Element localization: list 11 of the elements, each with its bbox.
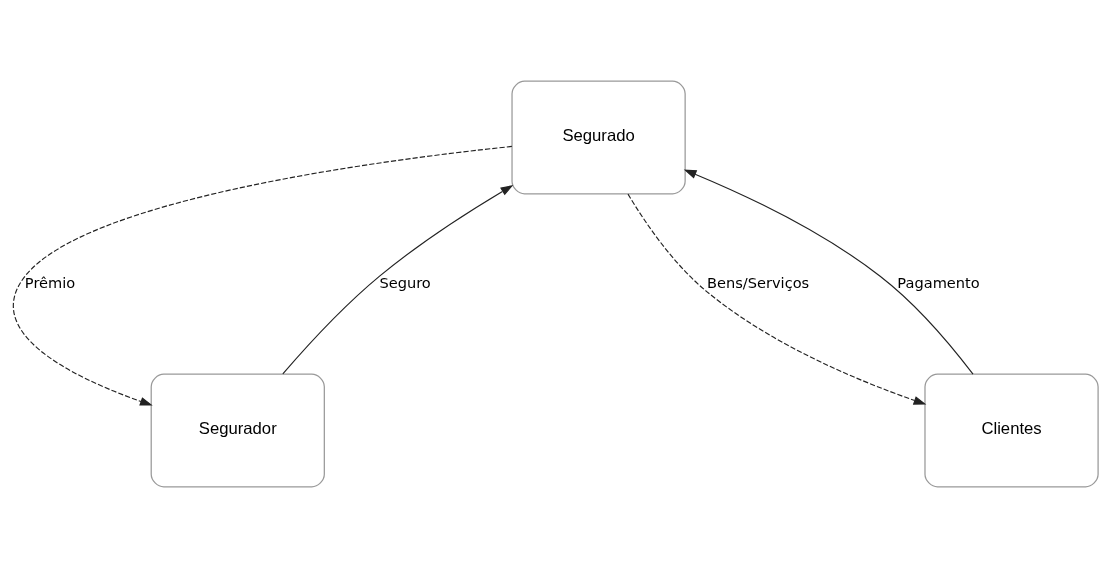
- edge-label: Bens/Serviços: [707, 273, 810, 291]
- edge-label: Prêmio: [24, 273, 76, 291]
- edge-label: Pagamento: [897, 273, 980, 291]
- edge-label: Seguro: [379, 273, 431, 291]
- arrow: [627, 193, 927, 405]
- arrow: [282, 185, 514, 375]
- node-box: Segurado: [511, 80, 686, 195]
- node-box: Clientes: [924, 373, 1099, 488]
- node-box: Segurador: [150, 373, 325, 488]
- arrow: [683, 169, 974, 375]
- arrow: [12, 145, 513, 406]
